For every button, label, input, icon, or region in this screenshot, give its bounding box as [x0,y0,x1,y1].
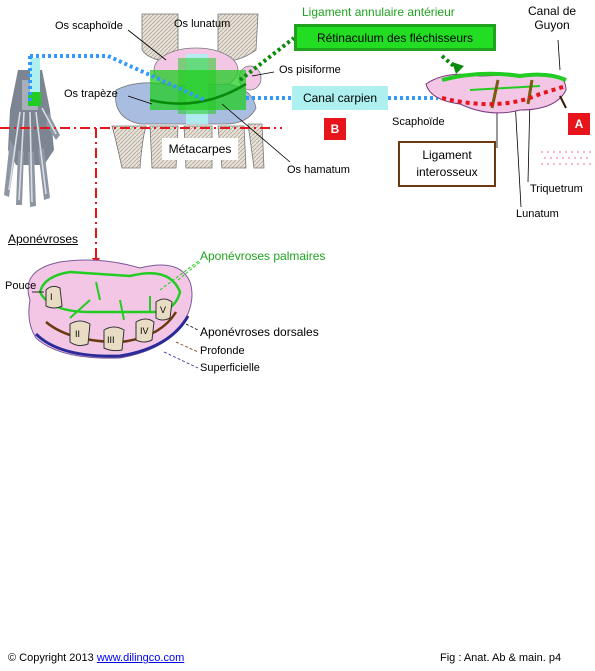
numeral-v: V [160,305,167,315]
hand-xray-illustration [0,58,62,210]
label-retinaculum: Rétinaculum des fléchisseurs [316,30,474,45]
copyright-text: © Copyright 2013 [8,652,97,664]
numeral-iii: III [107,335,115,345]
label-metacarpes: Métacarpes [168,142,232,156]
label-canal-de-guyon: Canal de Guyon [528,4,577,32]
metacarpes-box: Métacarpes [162,138,238,160]
dilingco-link[interactable]: www.dilingco.com [96,652,185,664]
canal-carpien-box: Canal carpien [292,86,388,110]
label-triquetrum: Triquetrum [530,183,583,195]
label-pouce: Pouce [5,280,37,292]
aponeuroses-cross-section [27,259,201,369]
footer-copyright: © Copyright 2013 www.dilingco.com [8,652,184,664]
label-scaphoide: Scaphoïde [392,116,445,128]
numeral-i: I [50,292,53,302]
label-ligament-interosseux: Ligament interosseux [416,148,478,179]
blue-dotted-guides [28,54,438,102]
label-aponevroses: Aponévroses [8,232,79,246]
label-leader-lines [127,29,561,208]
badge-b: B [324,118,346,140]
label-os-pisiforme: Os pisiforme [279,64,341,76]
label-os-trapeze: Os trapèze [64,88,118,100]
red-section-line [0,127,282,258]
label-ligament-annulaire: Ligament annulaire antérieur [302,5,455,19]
numeral-iv: IV [140,326,149,336]
label-superficielle: Superficielle [200,362,260,374]
ligament-interosseux-box: Ligament interosseux [398,141,496,187]
label-aponevroses-dorsales: Aponévroses dorsales [200,325,319,339]
badge-a: A [568,113,590,135]
label-aponevroses-palmaires: Aponévroses palmaires [200,249,326,263]
retinaculum-box: Rétinaculum des fléchisseurs [294,24,496,51]
label-canal-carpien: Canal carpien [302,91,378,105]
label-os-lunatum: Os lunatum [174,18,231,30]
numeral-ii: II [75,329,81,339]
figure-reference: Fig : Anat. Ab & main. p4 [440,652,562,664]
section-a-illustration [425,71,591,165]
label-os-scaphoide: Os scaphoïde [55,20,123,32]
green-arrow-head [452,62,464,74]
label-profonde: Profonde [200,345,245,357]
label-os-hamatum: Os hamatum [287,164,350,176]
label-lunatum: Lunatum [516,208,559,220]
